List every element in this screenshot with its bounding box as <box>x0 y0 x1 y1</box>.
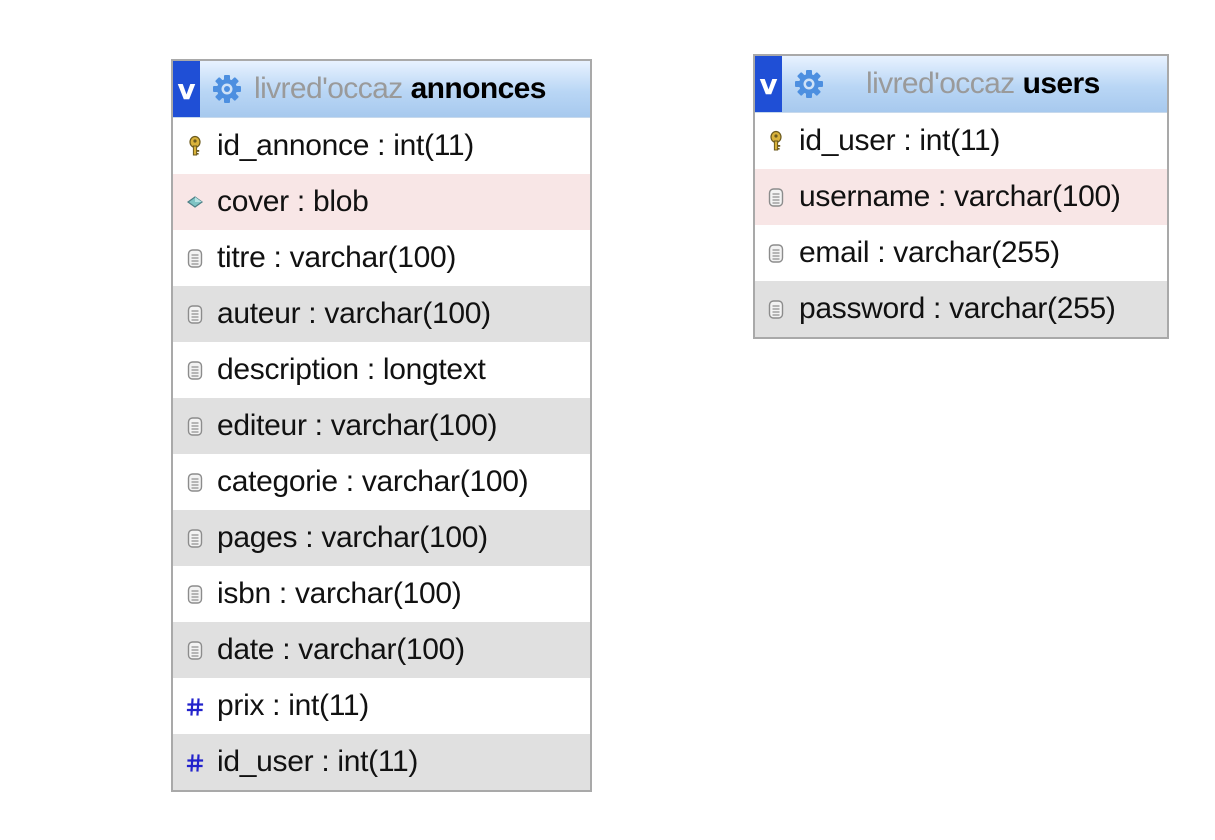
field-label: editeur : varchar(100) <box>217 409 498 442</box>
field-row[interactable]: id_user : int(11) <box>173 734 590 790</box>
field-row[interactable]: username : varchar(100) <box>755 169 1167 225</box>
text-field-icon <box>767 298 785 320</box>
field-row[interactable]: password : varchar(255) <box>755 281 1167 337</box>
field-label: prix : int(11) <box>217 689 369 722</box>
field-row[interactable]: titre : varchar(100) <box>173 230 590 286</box>
field-row[interactable]: isbn : varchar(100) <box>173 566 590 622</box>
database-name: livred'occaz <box>866 67 1015 100</box>
field-row[interactable]: categorie : varchar(100) <box>173 454 590 510</box>
field-label: categorie : varchar(100) <box>217 465 529 498</box>
field-row[interactable]: date : varchar(100) <box>173 622 590 678</box>
text-field-icon <box>186 247 204 269</box>
field-label: id_user : int(11) <box>799 124 1001 157</box>
numeric-hash-icon <box>186 695 204 717</box>
text-field-icon <box>186 359 204 381</box>
field-row[interactable]: description : longtext <box>173 342 590 398</box>
field-label: pages : varchar(100) <box>217 521 488 554</box>
text-field-icon <box>186 639 204 661</box>
field-label: description : longtext <box>217 353 486 386</box>
field-label: isbn : varchar(100) <box>217 577 462 610</box>
numeric-hash-icon <box>186 751 204 773</box>
database-name: livred'occaz <box>254 72 403 105</box>
field-row[interactable]: cover : blob <box>173 174 590 230</box>
field-label: id_user : int(11) <box>217 745 419 778</box>
field-label: date : varchar(100) <box>217 633 465 666</box>
field-label: cover : blob <box>217 185 369 218</box>
table-name: users <box>1022 67 1101 100</box>
text-field-icon <box>186 415 204 437</box>
field-row[interactable]: email : varchar(255) <box>755 225 1167 281</box>
field-row[interactable]: prix : int(11) <box>173 678 590 734</box>
text-field-icon <box>767 242 785 264</box>
toggle-button[interactable]: v <box>755 56 782 112</box>
gear-icon[interactable] <box>210 72 244 106</box>
field-row[interactable]: id_annonce : int(11) <box>173 118 590 174</box>
field-list: id_annonce : int(11) cover : blob titre : … <box>173 118 590 790</box>
text-field-icon <box>767 186 785 208</box>
toggle-button[interactable]: v <box>173 61 200 117</box>
field-label: username : varchar(100) <box>799 180 1121 213</box>
field-label: email : varchar(255) <box>799 236 1060 269</box>
field-label: auteur : varchar(100) <box>217 297 491 330</box>
field-row[interactable]: editeur : varchar(100) <box>173 398 590 454</box>
field-row[interactable]: pages : varchar(100) <box>173 510 590 566</box>
primary-key-icon <box>186 135 204 157</box>
text-field-icon <box>186 471 204 493</box>
primary-key-icon <box>767 130 785 152</box>
field-label: id_annonce : int(11) <box>217 129 474 162</box>
field-list: id_user : int(11) username : varchar(100)… <box>755 113 1167 337</box>
text-field-icon <box>186 583 204 605</box>
field-row[interactable]: auteur : varchar(100) <box>173 286 590 342</box>
table-name: annonces <box>410 72 547 105</box>
field-label: titre : varchar(100) <box>217 241 457 274</box>
text-field-icon <box>186 527 204 549</box>
field-row[interactable]: id_user : int(11) <box>755 113 1167 169</box>
blob-diamond-icon <box>186 191 204 213</box>
field-label: password : varchar(255) <box>799 292 1116 325</box>
text-field-icon <box>186 303 204 325</box>
gear-icon[interactable] <box>792 67 826 101</box>
